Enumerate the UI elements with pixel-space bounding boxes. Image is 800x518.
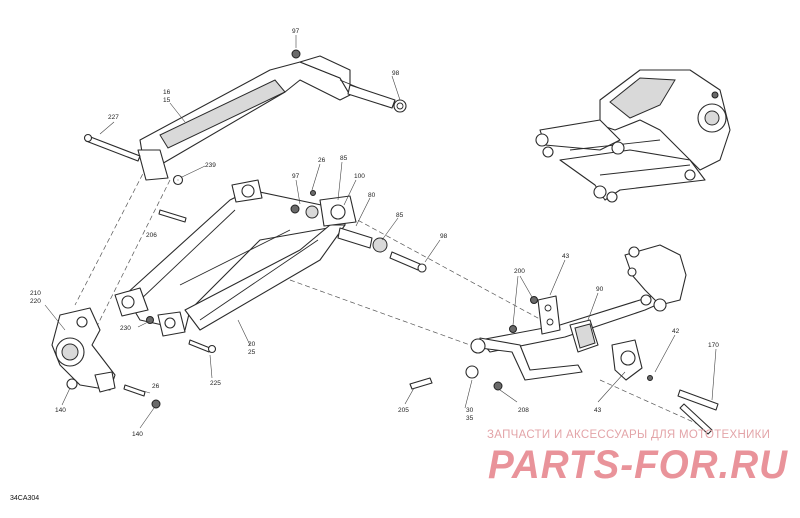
callout-210: 210: [30, 290, 41, 297]
callout-205: 205: [398, 407, 409, 414]
watermark-tagline: ЗАПЧАСТИ И АКСЕССУАРЫ ДЛЯ МОТОТЕХНИКИ: [487, 429, 770, 441]
callout-200: 200: [514, 268, 525, 275]
callout-230: 230: [120, 325, 131, 332]
sway-bar: [409, 244, 719, 435]
upper-a-arm: [83, 49, 407, 186]
callout-140: 140: [132, 431, 143, 438]
watermark: ЗАПЧАСТИ И АКСЕССУАРЫ ДЛЯ МОТОТЕХНИКИ PA…: [487, 429, 788, 487]
callout-208: 208: [518, 407, 529, 414]
callout-85: 85: [340, 155, 348, 162]
callout-225: 225: [210, 380, 221, 387]
callout-90: 90: [596, 286, 604, 293]
callout-25: 25: [248, 349, 256, 356]
callout-140: 140: [55, 407, 66, 414]
callout-26: 26: [318, 157, 326, 164]
callout-35: 35: [466, 415, 474, 422]
assembly-guide-lines: [74, 159, 701, 426]
callout-85: 85: [396, 212, 404, 219]
lower-a-arm: [114, 179, 427, 354]
callout-98: 98: [440, 233, 448, 240]
callout-227: 227: [108, 114, 119, 121]
watermark-logo: PARTS-FOR.RU: [488, 443, 788, 487]
assembly-inset: [535, 69, 731, 203]
drawing-code: 34CA304: [10, 495, 39, 502]
callout-labels: 97 98 16 15 227 239 26 85 97 100 80 85 9…: [30, 28, 719, 438]
knuckle: [51, 307, 161, 409]
leader-lines: [44, 35, 717, 429]
callout-206: 206: [146, 232, 157, 239]
callout-170: 170: [708, 342, 719, 349]
callout-20: 20: [248, 341, 256, 348]
callout-16: 16: [163, 89, 171, 96]
callout-239: 239: [205, 162, 216, 169]
callout-97: 97: [292, 28, 300, 35]
callout-97: 97: [292, 173, 300, 180]
callout-80: 80: [368, 192, 376, 199]
callout-43: 43: [594, 407, 602, 414]
callout-26: 26: [152, 383, 160, 390]
callout-98: 98: [392, 70, 400, 77]
callout-220: 220: [30, 298, 41, 305]
callout-43: 43: [562, 253, 570, 260]
callout-15: 15: [163, 97, 171, 104]
callout-30: 30: [466, 407, 474, 414]
callout-42: 42: [672, 328, 680, 335]
callout-100: 100: [354, 173, 365, 180]
